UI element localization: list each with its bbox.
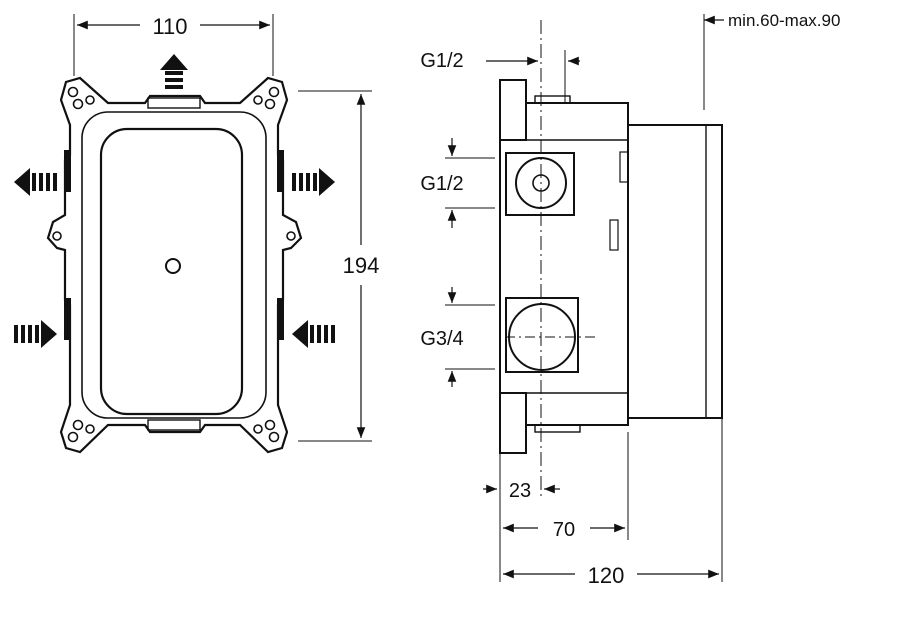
thread-top-label: G1/2 (420, 50, 463, 72)
corner-holes (52, 86, 296, 443)
dim-120-label: 120 (588, 563, 625, 588)
width-dimension-label: 110 (152, 14, 187, 39)
port-g12 (505, 152, 575, 216)
front-view: 110 194 (14, 14, 380, 454)
inner-cavity (99, 127, 244, 416)
thread-mid-label: G1/2 (420, 173, 463, 195)
arrow-left-icon (14, 168, 57, 196)
arrow-left-inlet-icon (292, 320, 335, 348)
arrow-right-icon (292, 168, 335, 196)
thread-bottom-label: G3/4 (420, 328, 463, 350)
dim-23-label: 23 (509, 480, 531, 502)
mounting-box-outline (46, 76, 303, 454)
center-hole (165, 258, 181, 274)
height-dimension-label: 194 (343, 253, 380, 278)
dim-70-label: 70 (553, 519, 575, 541)
arrow-up-icon (160, 54, 188, 89)
arrow-right-inlet-icon (14, 320, 57, 348)
side-view: G1/2 G1/2 G3/4 min.60-max.90 23 70 120 (420, 11, 840, 588)
install-depth-label: min.60-max.90 (728, 11, 840, 30)
port-g34 (505, 297, 579, 373)
